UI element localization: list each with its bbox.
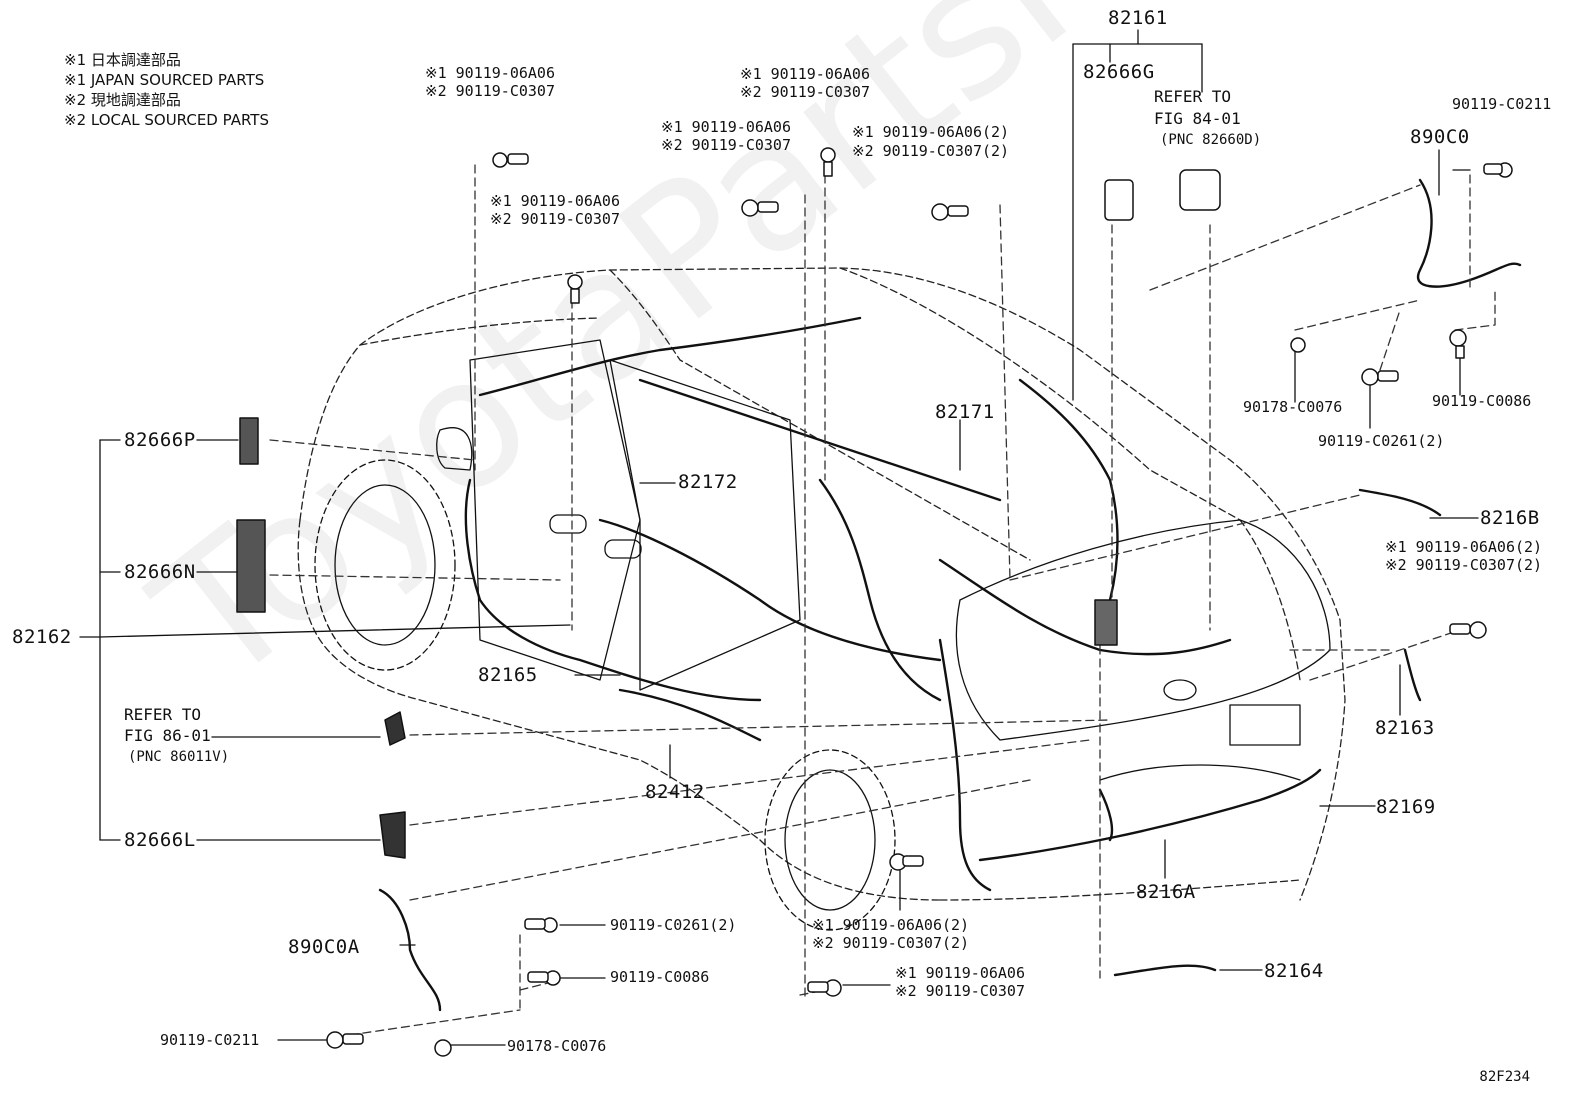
rear-hatch xyxy=(955,519,1331,781)
rear-wheel xyxy=(764,749,896,931)
label-82172: 82172 xyxy=(678,471,738,493)
bolt-callout-3b: ※2 90119-C0307 xyxy=(740,83,870,101)
label-8216A: 8216A xyxy=(1136,881,1196,903)
refer-84-line3: (PNC 82660D) xyxy=(1160,132,1262,148)
label-82666L: 82666L xyxy=(124,829,196,851)
label-82164: 82164 xyxy=(1264,960,1324,982)
label-90119-c0261-bot: 90119-C0261(2) xyxy=(610,916,737,934)
label-90119-c0261-top: 90119-C0261(2) xyxy=(1318,432,1445,450)
legend-line: ※1 日本調達部品 xyxy=(64,51,181,69)
bolt-callout-7b: ※2 90119-C0307(2) xyxy=(812,934,970,952)
refer-84-line2: FIG 84-01 xyxy=(1154,109,1241,128)
bolt-callout-2b: ※2 90119-C0307 xyxy=(490,210,620,228)
label-82666P: 82666P xyxy=(124,429,196,451)
refer-86-line1: REFER TO xyxy=(124,705,202,724)
label-90119-c0086-bot: 90119-C0086 xyxy=(610,968,710,986)
label-890c0a: 890C0A xyxy=(288,936,360,958)
bolt-callout-6a: ※1 90119-06A06(2) xyxy=(1385,538,1543,556)
label-90119-c0086-top: 90119-C0086 xyxy=(1432,392,1532,410)
front-wheel xyxy=(314,459,456,671)
bolt-callout-4a: ※1 90119-06A06 xyxy=(661,118,791,136)
legend: ※1 日本調達部品 ※1 JAPAN SOURCED PARTS ※2 現地調達… xyxy=(64,50,269,130)
diagram-code: 82F234 xyxy=(1479,1069,1530,1085)
label-82412: 82412 xyxy=(645,781,705,803)
wire-harness xyxy=(378,178,1522,1012)
refer-86-line3: (PNC 86011V) xyxy=(128,749,230,765)
label-82163: 82163 xyxy=(1375,717,1435,739)
refer-84-line1: REFER TO xyxy=(1154,87,1232,106)
dashed-references xyxy=(269,164,1496,1036)
label-82169: 82169 xyxy=(1376,796,1436,818)
bolt-callout-1a: ※1 90119-06A06 xyxy=(425,64,555,82)
door-openings xyxy=(469,339,801,691)
legend-line: ※2 現地調達部品 xyxy=(64,91,181,109)
label-82171: 82171 xyxy=(935,401,995,423)
label-82666G: 82666G xyxy=(1083,61,1155,83)
label-90178-c0076-bot: 90178-C0076 xyxy=(507,1037,607,1055)
mirror xyxy=(436,427,473,471)
refer-86-line2: FIG 86-01 xyxy=(124,726,211,745)
bolt-callout-6b: ※2 90119-C0307(2) xyxy=(1385,556,1543,574)
bolt-callout-1b: ※2 90119-C0307 xyxy=(425,82,555,100)
hardware xyxy=(236,147,1513,1057)
bolt-callout-3a: ※1 90119-06A06 xyxy=(740,65,870,83)
label-82666N: 82666N xyxy=(124,561,196,583)
bolt-callout-5b: ※2 90119-C0307(2) xyxy=(852,142,1010,160)
label-8216B: 8216B xyxy=(1480,507,1540,529)
legend-line: ※2 LOCAL SOURCED PARTS xyxy=(64,111,269,129)
bolt-callout-8b: ※2 90119-C0307 xyxy=(895,982,1025,1000)
bolt-callout-5a: ※1 90119-06A06(2) xyxy=(852,123,1010,141)
label-82165: 82165 xyxy=(478,664,538,686)
legend-line: ※1 JAPAN SOURCED PARTS xyxy=(64,71,265,89)
label-90178-c0076-top: 90178-C0076 xyxy=(1243,398,1343,416)
bolt-callout-7a: ※1 90119-06A06(2) xyxy=(812,916,970,934)
bolt-callout-8a: ※1 90119-06A06 xyxy=(895,964,1025,982)
label-890c0: 890C0 xyxy=(1410,126,1470,148)
label-82162: 82162 xyxy=(12,626,72,648)
leader-lines xyxy=(79,29,1479,1046)
label-90119-c0211-top: 90119-C0211 xyxy=(1452,95,1552,113)
label-82161: 82161 xyxy=(1108,7,1168,29)
bolt-callout-2a: ※1 90119-06A06 xyxy=(490,192,620,210)
car-body xyxy=(297,267,1346,901)
bolt-callout-4b: ※2 90119-C0307 xyxy=(661,136,791,154)
label-90119-c0211-bot: 90119-C0211 xyxy=(160,1031,260,1049)
